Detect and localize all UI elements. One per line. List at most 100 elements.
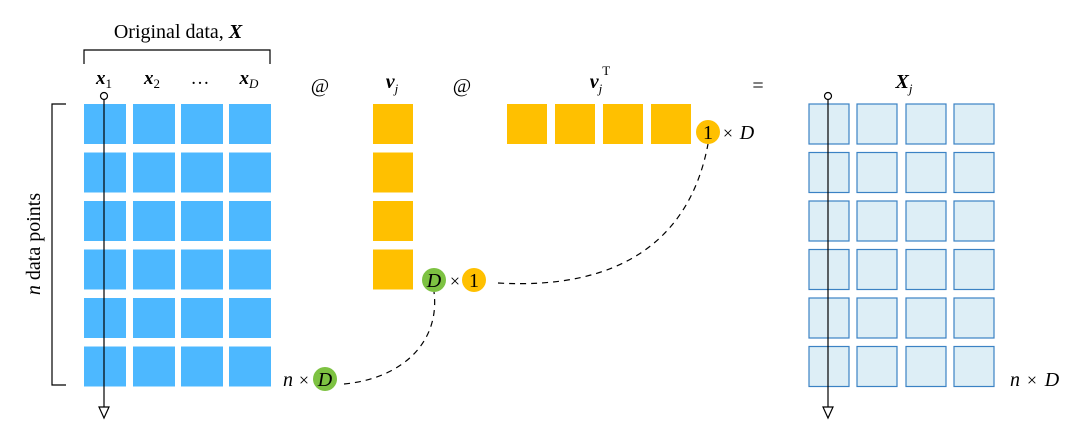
dim-vt-cols: D (739, 122, 755, 144)
vector-v-cell (373, 104, 413, 144)
matrix-x-cell (84, 152, 126, 193)
dim-vt-rows-badge (696, 120, 720, 144)
matrix-x-cell (229, 346, 271, 387)
dim-x-times: × (299, 370, 309, 390)
matrix-x-cell (84, 249, 126, 290)
matrix-x-cell (133, 104, 175, 144)
connector-x-to-v (343, 291, 436, 385)
matrix-xj-cell (953, 200, 995, 242)
dim-xj-rows: n (1010, 369, 1020, 391)
dim-v-rows: D (426, 270, 442, 292)
matrix-xj-cell (953, 248, 995, 291)
dim-x-cols: D (317, 369, 333, 391)
matrix-xj-cell (808, 151, 850, 194)
matrix-x-cell (181, 201, 223, 241)
matrix-xj-cell (856, 297, 898, 339)
matrix-x-title: Original data, X (114, 21, 243, 43)
vector-vt (507, 104, 691, 144)
dim-xj-times: × (1027, 370, 1037, 390)
column-label: … (191, 68, 210, 89)
vector-v-label: vj (386, 71, 399, 96)
vector-vt-sub: j (597, 81, 603, 96)
vector-vt-cell (555, 104, 595, 144)
dim-v-cols: 1 (469, 270, 479, 292)
matrix-xj-cell (953, 297, 995, 339)
column-label-sub: D (248, 76, 259, 91)
column-label-symbol: … (191, 68, 210, 89)
matrix-x-cell (181, 152, 223, 193)
dim-xj-cols: D (1044, 369, 1060, 391)
matrix-x-cell (84, 201, 126, 241)
vector-v-cell (373, 152, 413, 193)
matrix-xj (808, 103, 995, 388)
result-symbol: X (895, 71, 910, 93)
matrix-x-cell (181, 298, 223, 338)
row-label-n: n (23, 285, 45, 295)
title-prefix: Original data, (114, 21, 229, 43)
matrix-xj-cell (905, 297, 947, 339)
column-label-symbol: x (143, 68, 154, 89)
dim-v-rows-badge (422, 268, 446, 292)
column-label-sub: 2 (154, 76, 161, 91)
dim-v: D × 1 (422, 268, 486, 292)
dim-vt-rows: 1 (703, 122, 713, 144)
matrix-x-cell (84, 104, 126, 144)
dim-v-cols-badge (462, 268, 486, 292)
vector-vt-label: vjT (590, 63, 611, 96)
matrix-x-cell (181, 249, 223, 290)
matrix-x-cell (229, 152, 271, 193)
column-label-sub: 1 (106, 76, 113, 91)
matmul-operator-2: @ (453, 75, 471, 97)
matrix-x-cell (229, 201, 271, 241)
connector-v-to-vt (497, 143, 709, 285)
vector-v-cell (373, 201, 413, 241)
column-arrow-x (98, 91, 110, 420)
matmul-operator-1: @ (311, 75, 329, 97)
matrix-x-cell (133, 201, 175, 241)
matrix-x-cell (229, 298, 271, 338)
dim-x-cols-badge (313, 367, 337, 391)
column-label-symbol: x (95, 68, 106, 89)
equals-operator: = (752, 75, 763, 97)
matrix-xj-cell (808, 103, 850, 145)
matrix-xj-cell (953, 151, 995, 194)
matrix-xj-cell (856, 345, 898, 388)
matrix-xj-cell (808, 200, 850, 242)
matrix-xj-cell (856, 103, 898, 145)
matrix-xj-cell (953, 345, 995, 388)
matrix-x-cell (84, 298, 126, 338)
column-label: xD (239, 68, 260, 91)
matrix-xj-cell (808, 297, 850, 339)
matrix-xj-cell (905, 248, 947, 291)
vector-v-sub: j (393, 81, 399, 96)
matrix-x-cell (133, 298, 175, 338)
column-arrow-xj (822, 91, 834, 420)
matrix-x-cell (181, 346, 223, 387)
matrix-x (84, 104, 271, 387)
matrix-xj-cell (808, 345, 850, 388)
row-bracket (51, 103, 66, 386)
vector-v (373, 104, 413, 290)
matrix-x-cell (181, 104, 223, 144)
matrix-xj-cell (905, 103, 947, 145)
vector-vt-sup: T (602, 63, 610, 78)
dim-x-rows: n (283, 369, 293, 391)
dim-vt-times: × (723, 123, 733, 143)
result-sub: j (907, 81, 913, 96)
matrix-xj-cell (905, 151, 947, 194)
vector-vt-cell (651, 104, 691, 144)
dim-xj: n × D (1010, 369, 1060, 391)
matrix-xj-cell (905, 200, 947, 242)
matrix-xj-cell (808, 248, 850, 291)
matrix-x-cell (229, 249, 271, 290)
column-label-symbol: x (239, 68, 250, 89)
matrix-x-cell (133, 346, 175, 387)
result-label: Xj (895, 71, 913, 96)
vector-vt-symbol: v (590, 71, 600, 93)
row-bracket-label: n data points (23, 193, 45, 295)
matrix-x-cell (229, 104, 271, 144)
top-bracket (83, 49, 271, 64)
vector-vt-cell (603, 104, 643, 144)
